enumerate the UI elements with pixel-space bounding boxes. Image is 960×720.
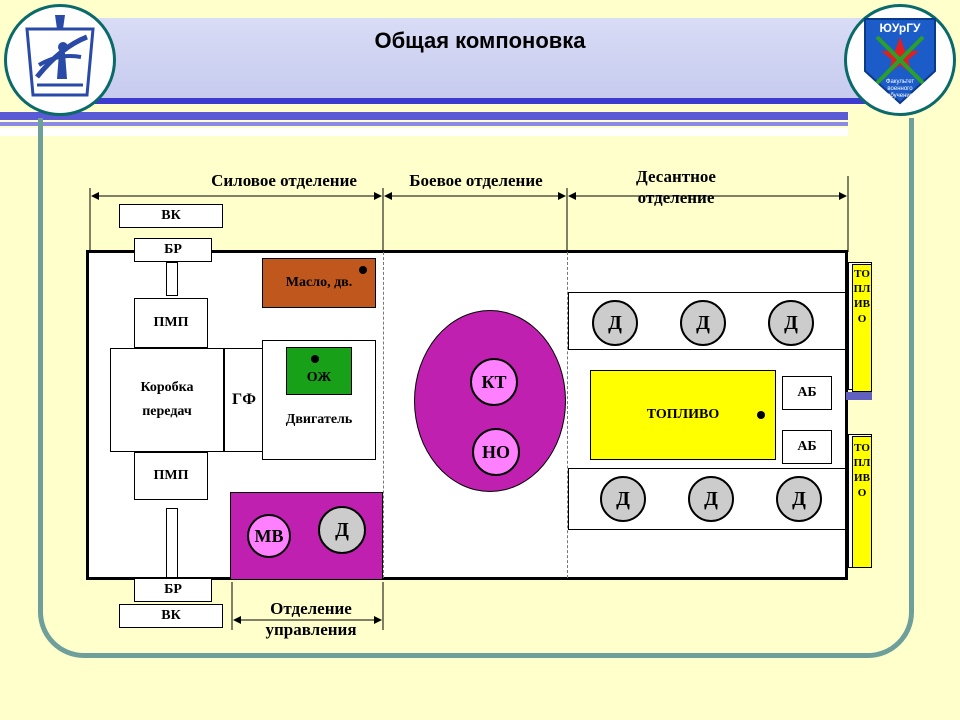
- pmp-top: ПМП: [134, 298, 208, 348]
- troop-seat: Д: [688, 476, 734, 522]
- oil-tank: Масло, дв.: [262, 258, 376, 308]
- header-stripe: [0, 112, 848, 120]
- faculty-logo: ЮУрГУ Факультет военного обучения: [844, 4, 956, 116]
- oil-filler-dot: [359, 266, 367, 274]
- commander-seat: КТ: [470, 358, 518, 406]
- side-strip: [846, 392, 872, 400]
- title-bar: [92, 18, 884, 104]
- fuel-side-top-label: ТОПЛИВО: [852, 264, 872, 392]
- fuel-side-bottom-label: ТОПЛИВО: [852, 436, 872, 568]
- content-frame: [38, 118, 914, 658]
- troop-seat: Д: [768, 300, 814, 346]
- faculty-emblem-icon: [864, 18, 936, 105]
- coolant-tank: ОЖ: [286, 347, 352, 395]
- coolant-filler-dot: [311, 355, 319, 363]
- driver-seat: Д: [318, 506, 366, 554]
- gf: ГФ: [224, 348, 264, 452]
- faculty-logo-title: ЮУрГУ: [879, 21, 921, 35]
- battery-2: АБ: [782, 430, 832, 464]
- pmp-bottom: ПМП: [134, 452, 208, 500]
- gearbox: Коробка передач: [110, 348, 224, 452]
- vk-bottom: ВК: [119, 604, 223, 628]
- br-top: БР: [134, 238, 212, 262]
- vk-top: ВК: [119, 204, 223, 228]
- header-stripe: [0, 122, 848, 126]
- oil-tank-label: Масло, дв.: [285, 275, 353, 290]
- section-troop: Десантное отделение: [636, 167, 716, 208]
- gearbox-label: Коробка передач: [140, 380, 194, 419]
- section-control: Отделение управления: [265, 599, 357, 640]
- coolant-tank-label: ОЖ: [306, 370, 332, 385]
- fuel-tank-center-label: ТОПЛИВО: [646, 407, 720, 422]
- fuel-tank-center: ТОПЛИВО: [590, 370, 776, 460]
- gunner-seat: НО: [472, 428, 520, 476]
- mv-seat: МВ: [247, 514, 291, 558]
- shaft-top: [166, 262, 178, 296]
- fuel-filler-dot: [757, 411, 765, 419]
- troop-seat: Д: [776, 476, 822, 522]
- battery-1: АБ: [782, 376, 832, 410]
- university-logo: [4, 4, 116, 116]
- section-combat: Боевое отделение: [409, 171, 543, 190]
- br-bottom: БР: [134, 578, 212, 602]
- troop-seat: Д: [592, 300, 638, 346]
- section-divider: [567, 252, 568, 578]
- section-power: Силовое отделение: [211, 171, 357, 190]
- troop-seat: Д: [600, 476, 646, 522]
- engine-label: Двигатель: [285, 412, 353, 427]
- faculty-logo-caption: Факультет военного обучения: [885, 79, 915, 99]
- page-title: Общая компоновка: [374, 28, 586, 53]
- troop-seat: Д: [680, 300, 726, 346]
- shaft-bottom: [166, 508, 178, 578]
- header-stripe: [0, 128, 848, 136]
- section-divider: [383, 252, 384, 578]
- university-emblem-icon: [25, 15, 95, 97]
